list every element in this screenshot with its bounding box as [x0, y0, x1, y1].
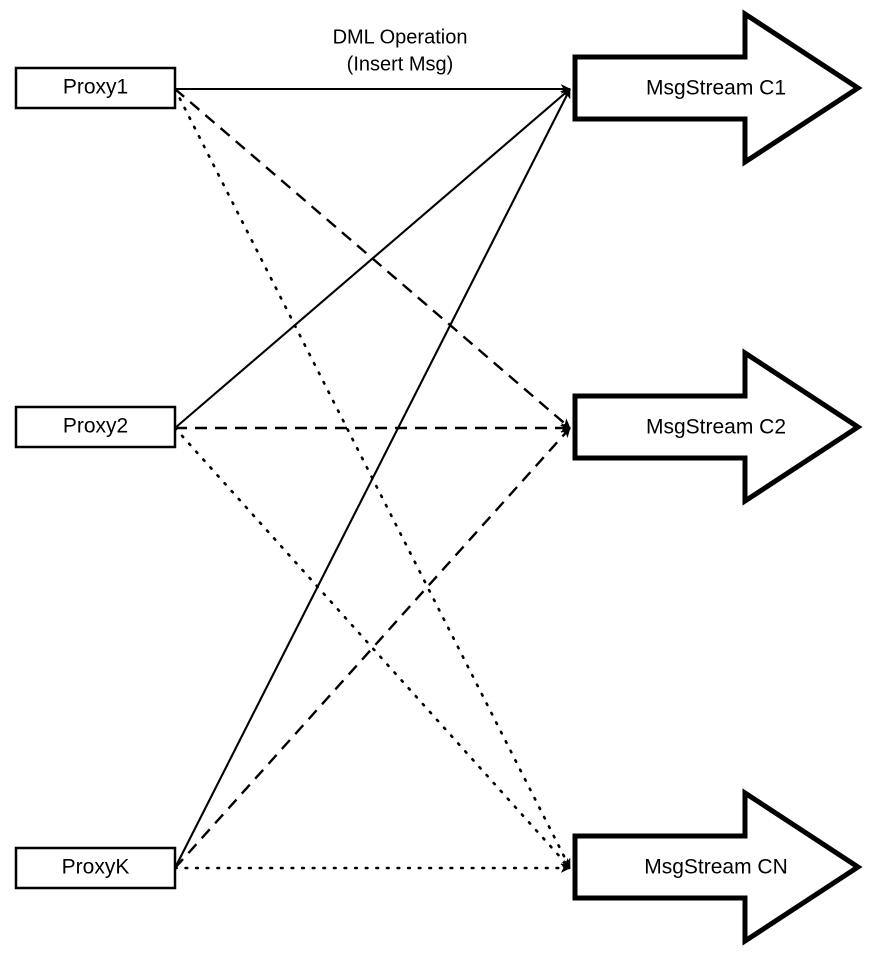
stream-arrow-shape	[572, 348, 863, 506]
edge-proxy2-to-c1	[174, 88, 571, 429]
proxy-box-label: Proxy2	[63, 415, 128, 438]
edges-layer	[173, 84, 572, 873]
stream-msgstream-c2[interactable]: MsgStream C2	[572, 348, 863, 506]
annotation-line-2: (Insert Msg)	[347, 53, 454, 75]
streams-layer: MsgStream C1 MsgStream C2 MsgStream CN	[572, 9, 863, 946]
stream-label: MsgStream C2	[646, 416, 786, 439]
edge-proxyk-to-c1	[174, 88, 571, 869]
proxy-box-rect	[14, 405, 177, 449]
proxy-proxy2[interactable]: Proxy2	[14, 405, 177, 449]
proxy-box-label: Proxy1	[63, 76, 128, 99]
proxy-box-rect	[14, 846, 177, 890]
stream-label: MsgStream CN	[644, 856, 788, 879]
stream-msgstream-c1[interactable]: MsgStream C1	[572, 9, 863, 167]
stream-msgstream-cn[interactable]: MsgStream CN	[572, 788, 863, 946]
proxy-proxyk[interactable]: ProxyK	[14, 846, 177, 890]
annotations-layer: DML Operation (Insert Msg)	[333, 26, 468, 75]
annotation-line-1: DML Operation	[333, 26, 468, 48]
proxy-box-rect	[14, 66, 177, 110]
stream-arrow-shape	[572, 788, 863, 946]
proxy-box-label: ProxyK	[62, 856, 130, 879]
edge-proxy2-to-cn	[173, 426, 572, 870]
proxy-proxy1[interactable]: Proxy1	[14, 66, 177, 110]
stream-label: MsgStream C1	[646, 77, 786, 100]
stream-arrow-shape	[572, 9, 863, 167]
annotation-dml-operation: DML Operation (Insert Msg)	[333, 26, 468, 75]
